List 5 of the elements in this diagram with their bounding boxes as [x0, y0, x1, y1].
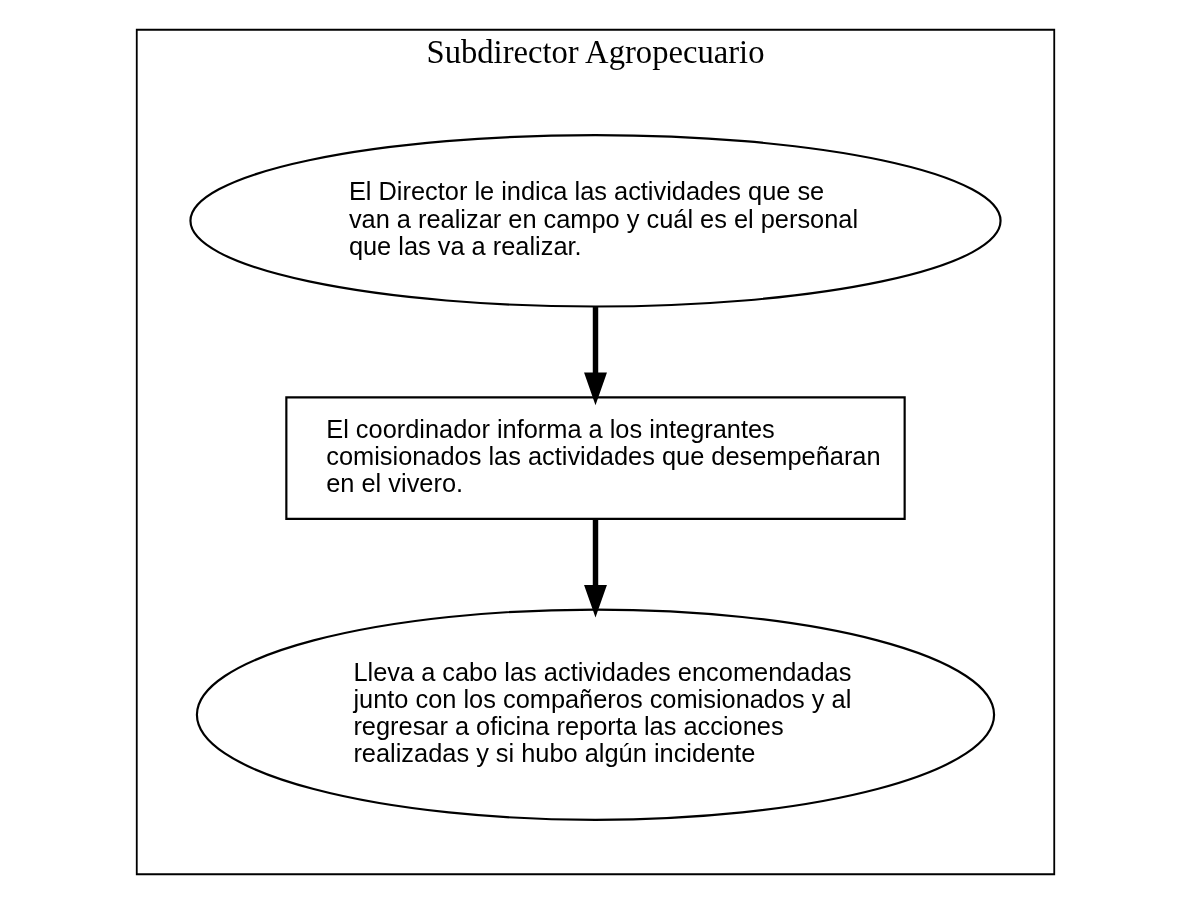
arrow — [583, 307, 607, 406]
arrow — [583, 519, 607, 618]
node-ellipse: Lleva a cabo las actividades encomendadas junto con los compañeros comisionados y al regresar a oficina reporta las acciones realizadas y si hubo algún incidente — [195, 608, 995, 821]
node-ellipse: El Director le indica las actividades que se van a realizar en campo y cuál es el personal que las va a realizar. — [188, 134, 1002, 308]
node-box: El coordinador informa a los integrantes comisionados las actividades que desempeñaran en el vivero. — [284, 396, 906, 520]
